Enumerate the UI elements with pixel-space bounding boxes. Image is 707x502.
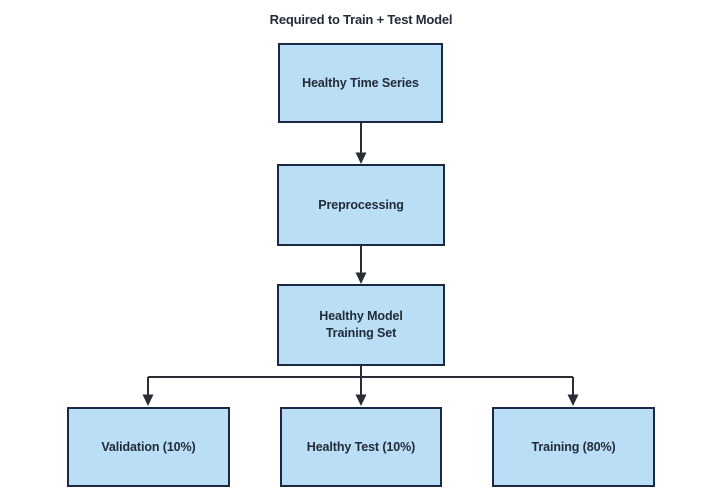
arrowhead-icon [142, 394, 154, 406]
node-training: Training (80%) [492, 407, 655, 487]
arrowhead-icon [355, 272, 367, 284]
node-healthy-model-training-set: Healthy Model Training Set [277, 284, 445, 366]
node-healthy-time-series: Healthy Time Series [278, 43, 443, 123]
node-preprocessing: Preprocessing [277, 164, 445, 246]
arrowhead-icon [355, 394, 367, 406]
node-healthy-test: Healthy Test (10%) [280, 407, 442, 487]
diagram-title: Required to Train + Test Model [269, 12, 453, 27]
arrowhead-icon [567, 394, 579, 406]
edge-trainingset-split [147, 366, 574, 395]
node-validation: Validation (10%) [67, 407, 230, 487]
arrowhead-icon [355, 152, 367, 164]
